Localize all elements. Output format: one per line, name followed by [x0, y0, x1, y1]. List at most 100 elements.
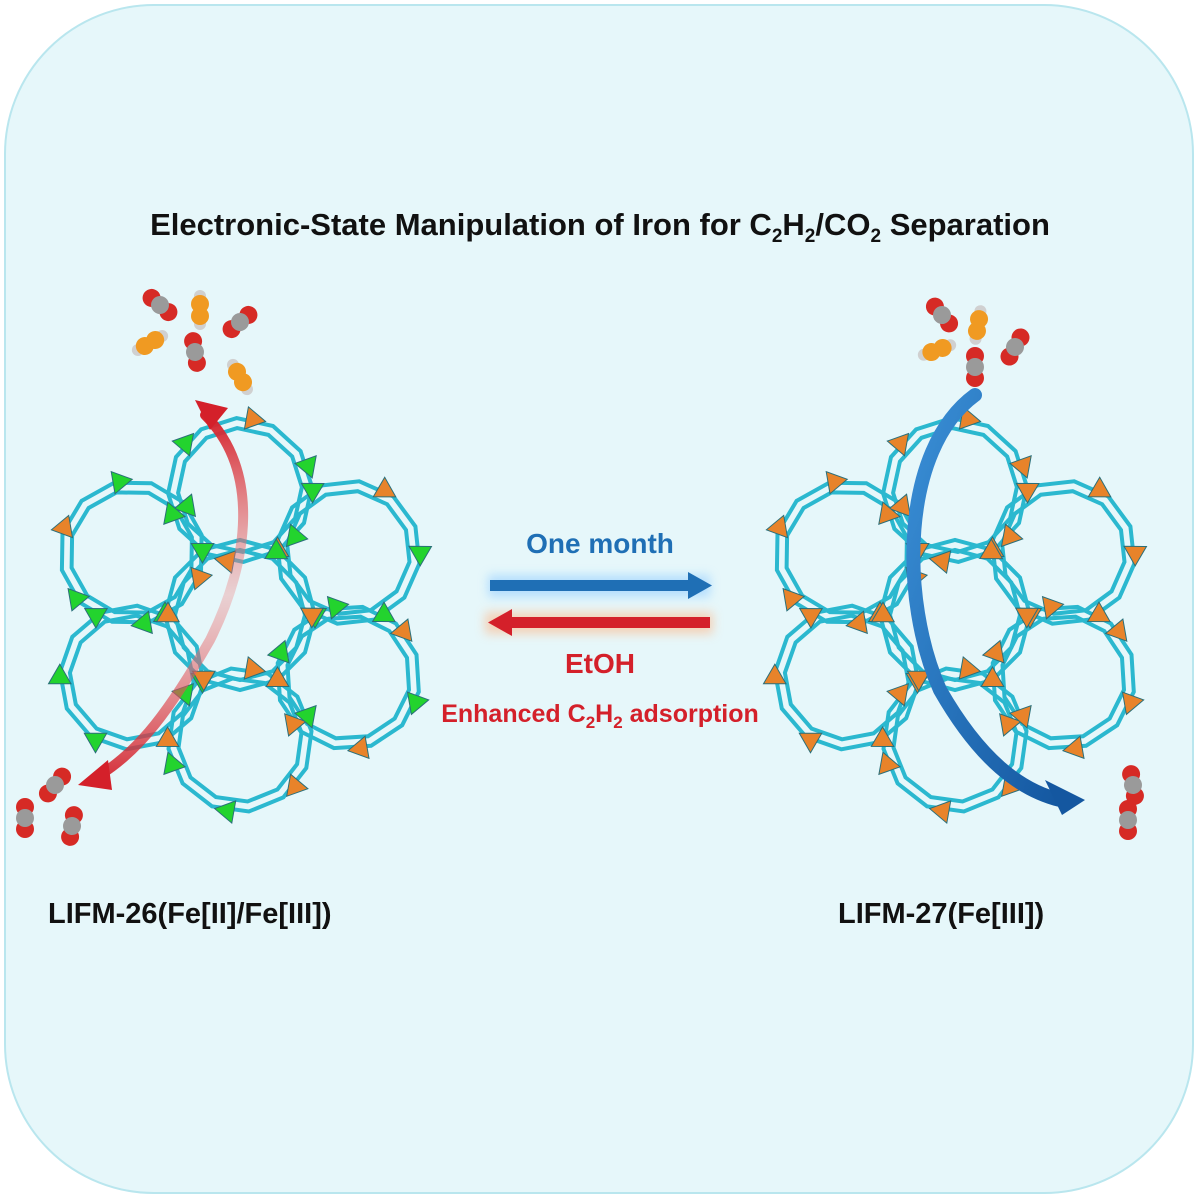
- fe3-node: [798, 732, 823, 754]
- fe2-node: [326, 595, 350, 620]
- framework-nodes: [762, 405, 1148, 825]
- carbon-atom: [46, 776, 64, 794]
- left-arrow-head-top: [195, 400, 228, 430]
- lifm-26-framework: [47, 400, 433, 825]
- left-separation-arrow: [95, 410, 249, 780]
- fe2-node: [83, 607, 109, 629]
- carbon-atom: [186, 343, 204, 361]
- fe3-node: [1087, 476, 1112, 498]
- co2-molecule: [142, 288, 178, 322]
- fe3-node: [878, 751, 902, 776]
- co2-molecule: [38, 767, 72, 803]
- reverse-condition-label: EtOH: [565, 648, 635, 679]
- fe3-node: [1121, 691, 1145, 716]
- fe3-node: [888, 493, 912, 518]
- carbon-atom: [63, 817, 81, 835]
- fe3-node: [191, 670, 216, 692]
- fe3-node: [1123, 545, 1148, 567]
- fe2-node: [190, 543, 215, 564]
- fe3-node: [1009, 455, 1032, 479]
- framework-nodes: [47, 405, 433, 825]
- fe2-node: [293, 704, 317, 729]
- fe3-node: [50, 514, 74, 539]
- framework-ring: [285, 614, 412, 741]
- fe3-node: [155, 601, 181, 623]
- carbon-atom: [966, 358, 984, 376]
- fe3-node: [870, 601, 896, 623]
- fe3-node: [1015, 482, 1040, 504]
- fe3-node: [870, 726, 895, 748]
- co2-molecule: [184, 332, 206, 372]
- forward-condition-label: One month: [526, 528, 674, 559]
- co2-molecule: [1122, 765, 1144, 805]
- fe3-node: [762, 663, 787, 685]
- fe3-node: [798, 607, 824, 629]
- fe2-node: [294, 455, 317, 479]
- fe2-node: [163, 751, 187, 776]
- fe2-node: [371, 601, 396, 623]
- reverse-arrow: [485, 609, 713, 636]
- fe2-node: [67, 587, 91, 612]
- fe2-node: [171, 432, 195, 457]
- carbon-atom: [146, 331, 165, 349]
- framework-ring: [275, 604, 421, 751]
- framework-ring: [782, 613, 911, 742]
- framework-ring: [1000, 614, 1127, 741]
- fe3-node: [243, 655, 267, 680]
- fe2-node: [213, 800, 237, 825]
- forward-arrow: [488, 572, 712, 599]
- fe2-node: [264, 538, 289, 560]
- fe3-node: [265, 666, 290, 687]
- figure-title: Electronic-State Manipulation of Iron fo…: [150, 207, 1050, 248]
- fe2-node: [47, 663, 72, 685]
- lifm-27-framework: [762, 388, 1148, 825]
- fe2-node: [285, 523, 309, 548]
- carbon-atom: [1006, 338, 1024, 356]
- fe2-node: [110, 470, 134, 495]
- reverse-effect-note: Enhanced C2H2 adsorption: [441, 700, 759, 732]
- c2h2-molecule: [191, 290, 209, 330]
- carbon-atom: [231, 313, 249, 331]
- fe3-node: [845, 610, 868, 635]
- fe3-node: [286, 773, 309, 798]
- fe3-node: [980, 666, 1005, 687]
- background-panel: [4, 4, 1194, 1194]
- carbon-atom: [151, 296, 169, 314]
- framework-ring: [284, 489, 412, 616]
- carbon-atom: [967, 321, 986, 340]
- left-structure-label: LIFM-26(Fe[II]/Fe[III]): [48, 898, 332, 930]
- carbon-atom: [16, 809, 34, 827]
- fe3-node: [190, 566, 214, 591]
- fe3-node: [886, 432, 910, 457]
- fe2-node: [408, 545, 433, 567]
- carbon-atom: [933, 306, 951, 324]
- framework-ring: [990, 604, 1136, 751]
- fe2-node: [83, 732, 108, 754]
- fe3-node: [886, 682, 909, 707]
- framework-ring: [67, 613, 196, 742]
- fe3-node: [372, 476, 397, 498]
- c2h2-molecule: [917, 338, 957, 362]
- right-separation-arrow: [906, 388, 1067, 807]
- fe3-node: [1014, 607, 1040, 629]
- fe2-node: [300, 482, 325, 504]
- framework-ring: [999, 489, 1127, 616]
- fe3-node: [284, 713, 307, 737]
- framework-ring: [891, 676, 1019, 804]
- fe2-node: [266, 639, 290, 664]
- right-arrow-head: [1045, 780, 1085, 815]
- c2h2-molecule: [227, 358, 253, 396]
- fe3-node: [782, 587, 806, 612]
- fe3-node: [906, 670, 931, 692]
- fe3-node: [1000, 523, 1024, 548]
- fe2-node: [163, 501, 186, 525]
- c2h2-molecule: [967, 305, 989, 345]
- carbon-atom: [1124, 776, 1142, 794]
- fe3-node: [958, 655, 982, 680]
- carbon-atom: [234, 373, 252, 392]
- framework-ring: [275, 479, 422, 626]
- co2-molecule: [1000, 328, 1030, 366]
- left-arrow-head-bottom: [78, 760, 112, 790]
